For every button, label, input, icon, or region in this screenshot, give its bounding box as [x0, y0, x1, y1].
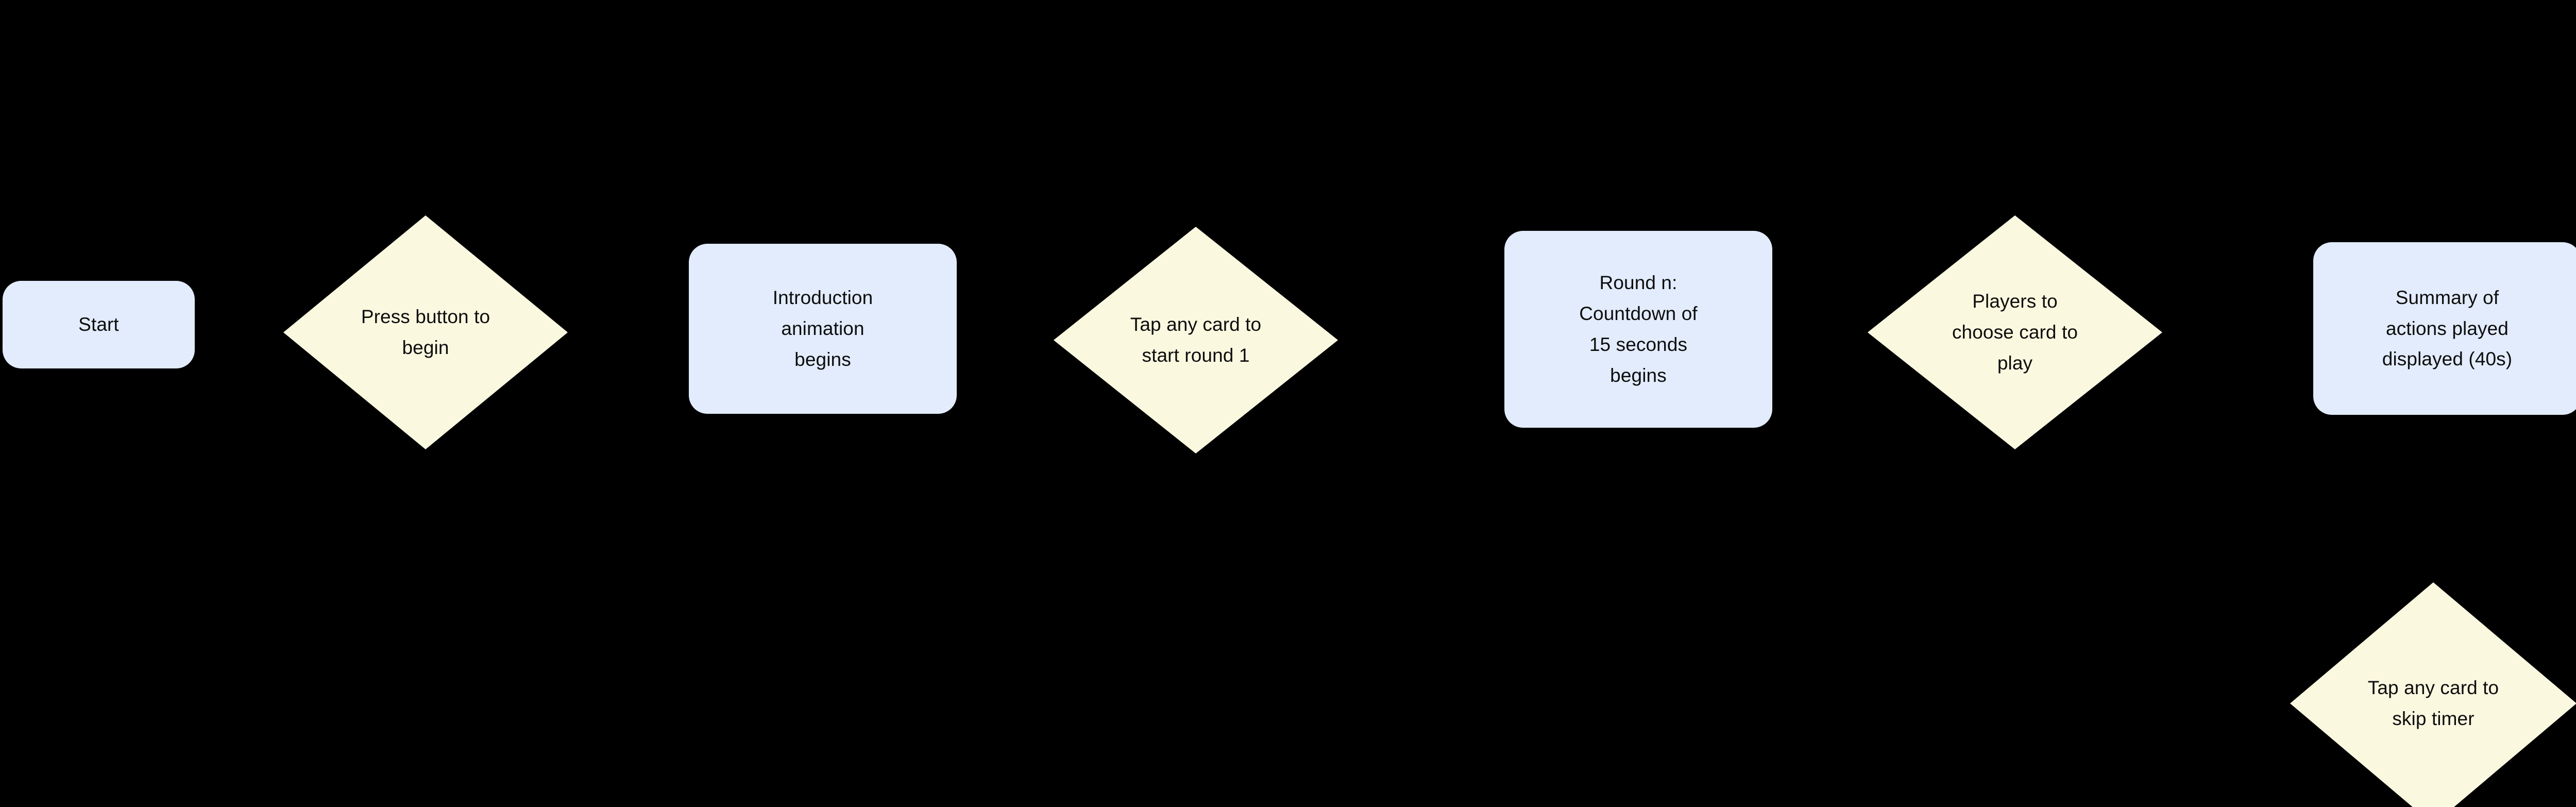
flow-node-tap-any-card-to-start-round-1[interactable]: Tap any card to start round 1 [1054, 227, 1338, 453]
flow-node-label-start: Start [78, 314, 119, 335]
flow-node-press-button-to-begin[interactable]: Press button to begin [283, 215, 568, 449]
flow-node-tap-any-card-to-skip-timer[interactable]: Tap any card to skip timer [2290, 582, 2576, 807]
flow-node-label-press-button-to-begin: Press button to begin [361, 306, 490, 358]
flow-node-players-to-choose-card-to-play[interactable]: Players to choose card to play [1868, 215, 2162, 449]
flow-node-start[interactable]: Start [3, 281, 195, 368]
flow-node-label-tap-any-card-to-skip-timer: Tap any card to skip timer [2367, 677, 2499, 729]
flow-node-label-summary-of-actions-played: Summary of actions played displayed (40s… [2382, 287, 2513, 370]
flow-node-label-players-to-choose-card-to-play: Players to choose card to play [1952, 291, 2078, 374]
flow-node-label-round-n-countdown: Round n: Countdown of 15 seconds begins [1579, 272, 1698, 386]
flow-node-round-n-countdown[interactable]: Round n: Countdown of 15 seconds begins [1504, 231, 1772, 428]
flow-node-label-introduction-animation-begins: Introduction animation begins [772, 287, 873, 370]
flow-node-introduction-animation-begins[interactable]: Introduction animation begins [689, 244, 957, 414]
flow-node-summary-of-actions-played[interactable]: Summary of actions played displayed (40s… [2313, 242, 2576, 415]
flow-node-label-tap-any-card-to-start-round-1: Tap any card to start round 1 [1130, 314, 1262, 366]
